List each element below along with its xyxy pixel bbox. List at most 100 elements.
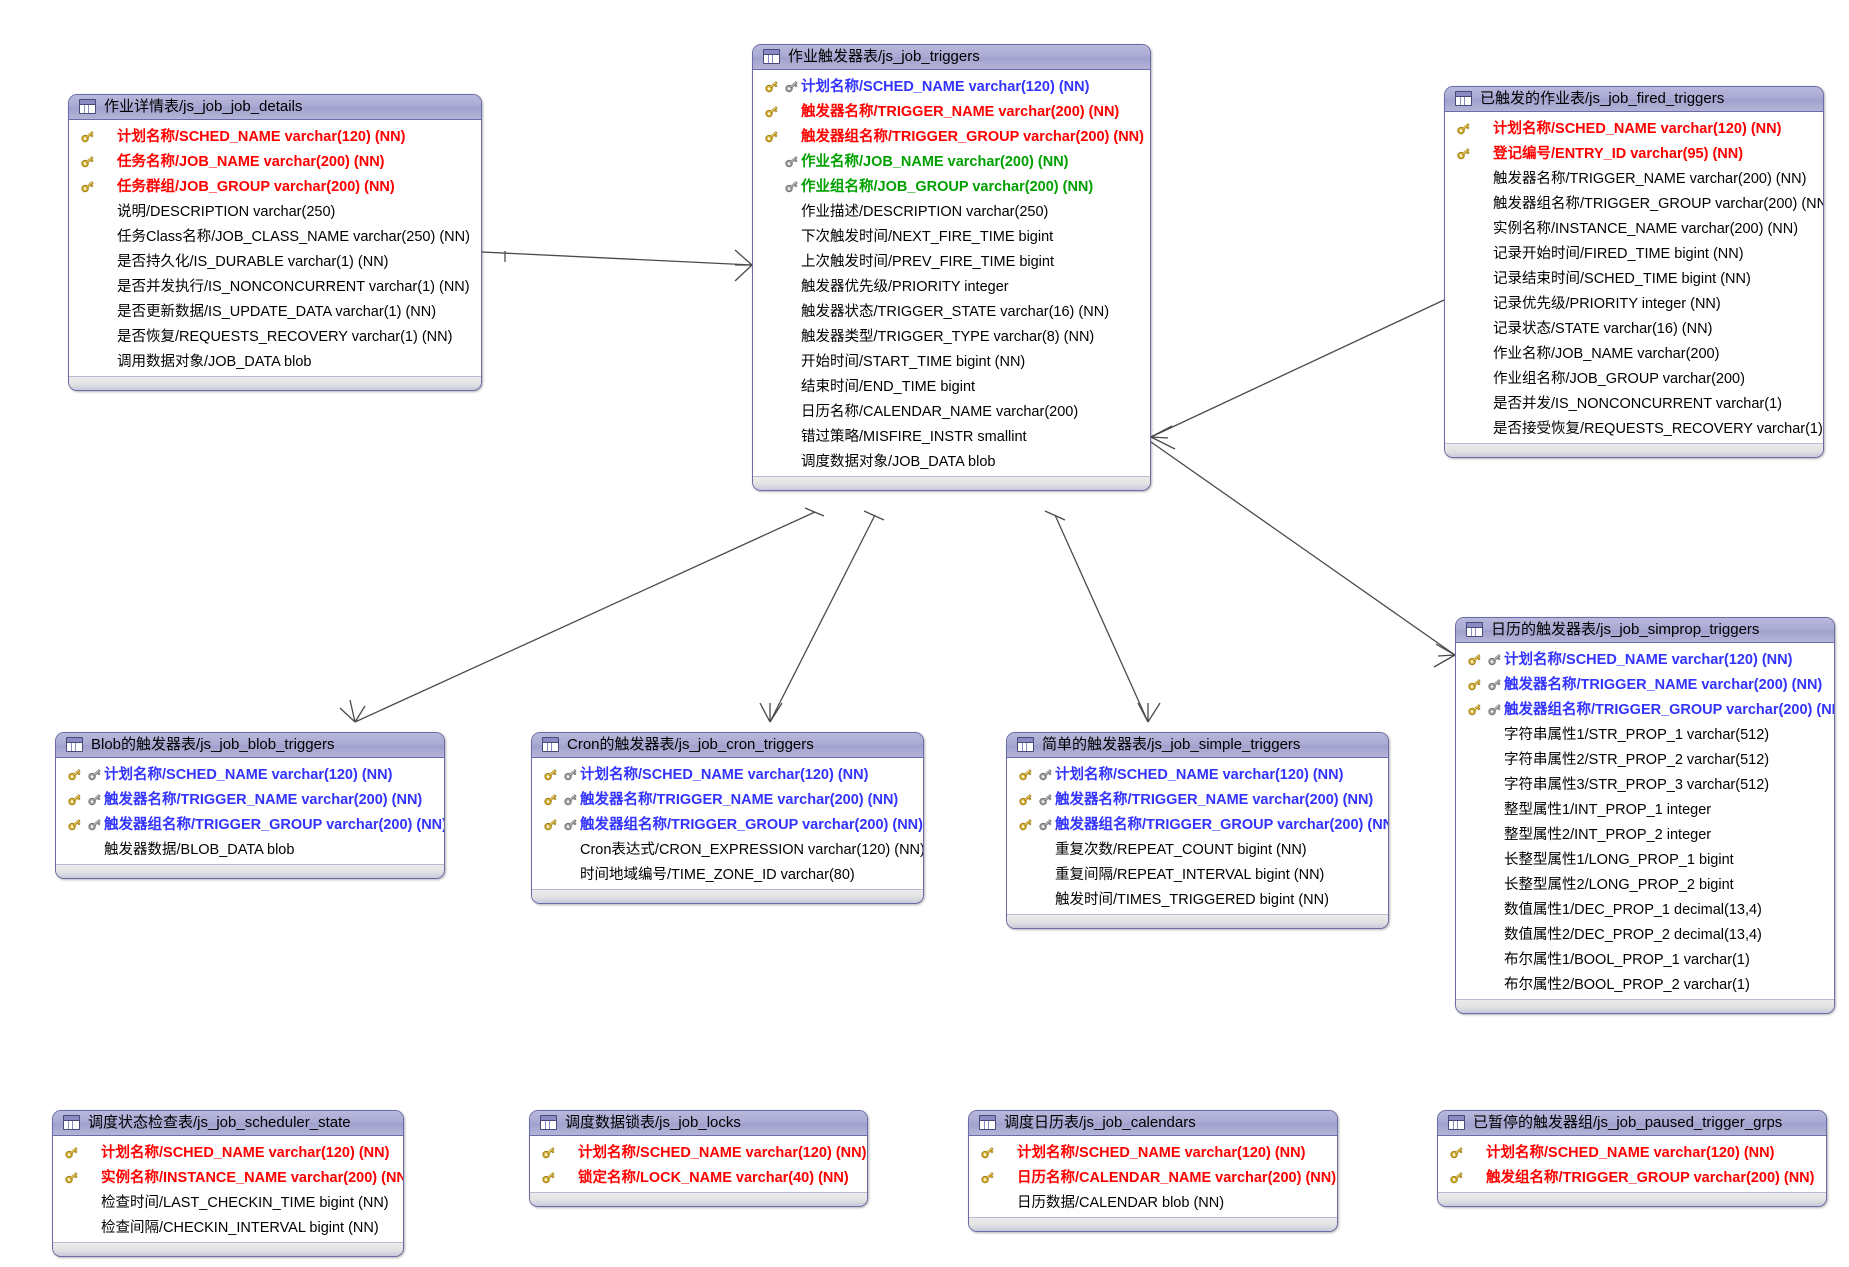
attribute-row[interactable]: 计划名称/SCHED_NAME varchar(120) (NN) (1007, 762, 1388, 787)
attribute-row[interactable]: 是否并发/IS_NONCONCURRENT varchar(1) (1445, 391, 1823, 416)
attribute-row[interactable]: 结束时间/END_TIME bigint (753, 374, 1150, 399)
entity-header-job_details[interactable]: 作业详情表/js_job_job_details (69, 95, 481, 120)
attribute-row[interactable]: 长整型属性2/LONG_PROP_2 bigint (1456, 872, 1834, 897)
entity-blob_triggers[interactable]: Blob的触发器表/js_job_blob_triggers 计划名称/SCHED… (55, 732, 445, 879)
attribute-row[interactable]: 说明/DESCRIPTION varchar(250) (69, 199, 481, 224)
attribute-row[interactable]: 记录状态/STATE varchar(16) (NN) (1445, 316, 1823, 341)
attribute-row[interactable]: 记录结束时间/SCHED_TIME bigint (NN) (1445, 266, 1823, 291)
entity-cron_triggers[interactable]: Cron的触发器表/js_job_cron_triggers 计划名称/SCHED… (531, 732, 924, 904)
attribute-row[interactable]: 作业组名称/JOB_GROUP varchar(200) (NN) (753, 174, 1150, 199)
attribute-row[interactable]: 检查间隔/CHECKIN_INTERVAL bigint (NN) (53, 1215, 403, 1240)
entity-locks[interactable]: 调度数据锁表/js_job_locks 计划名称/SCHED_NAME varch… (529, 1110, 868, 1207)
entity-header-simple_triggers[interactable]: 简单的触发器表/js_job_simple_triggers (1007, 733, 1388, 758)
attribute-row[interactable]: 触发时间/TIMES_TRIGGERED bigint (NN) (1007, 887, 1388, 912)
attribute-row[interactable]: 字符串属性3/STR_PROP_3 varchar(512) (1456, 772, 1834, 797)
attribute-row[interactable]: 是否恢复/REQUESTS_RECOVERY varchar(1) (NN) (69, 324, 481, 349)
attribute-row[interactable]: 触发器名称/TRIGGER_NAME varchar(200) (NN) (56, 787, 444, 812)
attribute-row[interactable]: 触发器优先级/PRIORITY integer (753, 274, 1150, 299)
attribute-row[interactable]: 长整型属性1/LONG_PROP_1 bigint (1456, 847, 1834, 872)
entity-calendars[interactable]: 调度日历表/js_job_calendars 计划名称/SCHED_NAME va… (968, 1110, 1338, 1232)
attribute-row[interactable]: 数值属性2/DEC_PROP_2 decimal(13,4) (1456, 922, 1834, 947)
attribute-row[interactable]: 计划名称/SCHED_NAME varchar(120) (NN) (56, 762, 444, 787)
entity-header-blob_triggers[interactable]: Blob的触发器表/js_job_blob_triggers (56, 733, 444, 758)
attribute-row[interactable]: 检查时间/LAST_CHECKIN_TIME bigint (NN) (53, 1190, 403, 1215)
attribute-row[interactable]: 作业名称/JOB_NAME varchar(200) (NN) (753, 149, 1150, 174)
attribute-row[interactable]: 计划名称/SCHED_NAME varchar(120) (NN) (969, 1140, 1337, 1165)
attribute-row[interactable]: 实例名称/INSTANCE_NAME varchar(200) (NN) (53, 1165, 403, 1190)
attribute-row[interactable]: 调用数据对象/JOB_DATA blob (69, 349, 481, 374)
attribute-row[interactable]: 下次触发时间/NEXT_FIRE_TIME bigint (753, 224, 1150, 249)
attribute-row[interactable]: 计划名称/SCHED_NAME varchar(120) (NN) (1456, 647, 1834, 672)
attribute-row[interactable]: 是否更新数据/IS_UPDATE_DATA varchar(1) (NN) (69, 299, 481, 324)
attribute-row[interactable]: 计划名称/SCHED_NAME varchar(120) (NN) (1438, 1140, 1826, 1165)
attribute-row[interactable]: 触发器名称/TRIGGER_NAME varchar(200) (NN) (753, 99, 1150, 124)
attribute-row[interactable]: 整型属性2/INT_PROP_2 integer (1456, 822, 1834, 847)
entity-header-simprop_triggers[interactable]: 日历的触发器表/js_job_simprop_triggers (1456, 618, 1834, 643)
entity-job_details[interactable]: 作业详情表/js_job_job_details 计划名称/SCHED_NAME … (68, 94, 482, 391)
attribute-row[interactable]: 触发器名称/TRIGGER_NAME varchar(200) (NN) (1007, 787, 1388, 812)
entity-paused_trigger_grps[interactable]: 已暂停的触发器组/js_job_paused_trigger_grps 计划名称/… (1437, 1110, 1827, 1207)
attribute-row[interactable]: 触发器组名称/TRIGGER_GROUP varchar(200) (NN) (1456, 697, 1834, 722)
entity-header-cron_triggers[interactable]: Cron的触发器表/js_job_cron_triggers (532, 733, 923, 758)
attribute-row[interactable]: 计划名称/SCHED_NAME varchar(120) (NN) (69, 124, 481, 149)
attribute-row[interactable]: 触发器组名称/TRIGGER_GROUP varchar(200) (NN) (753, 124, 1150, 149)
entity-header-fired_triggers[interactable]: 已触发的作业表/js_job_fired_triggers (1445, 87, 1823, 112)
attribute-row[interactable]: Cron表达式/CRON_EXPRESSION varchar(120) (NN… (532, 837, 923, 862)
attribute-row[interactable]: 日历名称/CALENDAR_NAME varchar(200) (753, 399, 1150, 424)
attribute-row[interactable]: 计划名称/SCHED_NAME varchar(120) (NN) (53, 1140, 403, 1165)
attribute-row[interactable]: 触发器名称/TRIGGER_NAME varchar(200) (NN) (1445, 166, 1823, 191)
attribute-row[interactable]: 错过策略/MISFIRE_INSTR smallint (753, 424, 1150, 449)
attribute-row[interactable]: 记录优先级/PRIORITY integer (NN) (1445, 291, 1823, 316)
attribute-row[interactable]: 触发器数据/BLOB_DATA blob (56, 837, 444, 862)
attribute-row[interactable]: 布尔属性2/BOOL_PROP_2 varchar(1) (1456, 972, 1834, 997)
attribute-row[interactable]: 计划名称/SCHED_NAME varchar(120) (NN) (532, 762, 923, 787)
attribute-row[interactable]: 是否接受恢复/REQUESTS_RECOVERY varchar(1) (1445, 416, 1823, 441)
attribute-row[interactable]: 任务名称/JOB_NAME varchar(200) (NN) (69, 149, 481, 174)
attribute-row[interactable]: 作业描述/DESCRIPTION varchar(250) (753, 199, 1150, 224)
attribute-row[interactable]: 触发器名称/TRIGGER_NAME varchar(200) (NN) (532, 787, 923, 812)
attribute-row[interactable]: 触发组名称/TRIGGER_GROUP varchar(200) (NN) (1438, 1165, 1826, 1190)
attribute-row[interactable]: 是否持久化/IS_DURABLE varchar(1) (NN) (69, 249, 481, 274)
entity-header-paused_trigger_grps[interactable]: 已暂停的触发器组/js_job_paused_trigger_grps (1438, 1111, 1826, 1136)
entity-simple_triggers[interactable]: 简单的触发器表/js_job_simple_triggers 计划名称/SCHED… (1006, 732, 1389, 929)
attribute-row[interactable]: 计划名称/SCHED_NAME varchar(120) (NN) (530, 1140, 867, 1165)
attribute-row[interactable]: 调度数据对象/JOB_DATA blob (753, 449, 1150, 474)
attribute-row[interactable]: 触发器类型/TRIGGER_TYPE varchar(8) (NN) (753, 324, 1150, 349)
attribute-row[interactable]: 触发器组名称/TRIGGER_GROUP varchar(200) (NN) (56, 812, 444, 837)
entity-header-locks[interactable]: 调度数据锁表/js_job_locks (530, 1111, 867, 1136)
attribute-row[interactable]: 作业组名称/JOB_GROUP varchar(200) (1445, 366, 1823, 391)
attribute-row[interactable]: 实例名称/INSTANCE_NAME varchar(200) (NN) (1445, 216, 1823, 241)
entity-simprop_triggers[interactable]: 日历的触发器表/js_job_simprop_triggers 计划名称/SCHE… (1455, 617, 1835, 1014)
attribute-row[interactable]: 重复间隔/REPEAT_INTERVAL bigint (NN) (1007, 862, 1388, 887)
attribute-row[interactable]: 整型属性1/INT_PROP_1 integer (1456, 797, 1834, 822)
attribute-row[interactable]: 作业名称/JOB_NAME varchar(200) (1445, 341, 1823, 366)
attribute-row[interactable]: 任务Class名称/JOB_CLASS_NAME varchar(250) (N… (69, 224, 481, 249)
attribute-row[interactable]: 登记编号/ENTRY_ID varchar(95) (NN) (1445, 141, 1823, 166)
attribute-row[interactable]: 布尔属性1/BOOL_PROP_1 varchar(1) (1456, 947, 1834, 972)
entity-header-calendars[interactable]: 调度日历表/js_job_calendars (969, 1111, 1337, 1136)
attribute-row[interactable]: 锁定名称/LOCK_NAME varchar(40) (NN) (530, 1165, 867, 1190)
entity-header-triggers[interactable]: 作业触发器表/js_job_triggers (753, 45, 1150, 70)
attribute-row[interactable]: 时间地域编号/TIME_ZONE_ID varchar(80) (532, 862, 923, 887)
attribute-row[interactable]: 重复次数/REPEAT_COUNT bigint (NN) (1007, 837, 1388, 862)
attribute-row[interactable]: 日历数据/CALENDAR blob (NN) (969, 1190, 1337, 1215)
attribute-row[interactable]: 数值属性1/DEC_PROP_1 decimal(13,4) (1456, 897, 1834, 922)
attribute-row[interactable]: 触发器状态/TRIGGER_STATE varchar(16) (NN) (753, 299, 1150, 324)
attribute-row[interactable]: 触发器名称/TRIGGER_NAME varchar(200) (NN) (1456, 672, 1834, 697)
entity-triggers[interactable]: 作业触发器表/js_job_triggers 计划名称/SCHED_NAME va… (752, 44, 1151, 491)
attribute-row[interactable]: 任务群组/JOB_GROUP varchar(200) (NN) (69, 174, 481, 199)
attribute-row[interactable]: 触发器组名称/TRIGGER_GROUP varchar(200) (NN) (1445, 191, 1823, 216)
attribute-row[interactable]: 是否并发执行/IS_NONCONCURRENT varchar(1) (NN) (69, 274, 481, 299)
attribute-row[interactable]: 计划名称/SCHED_NAME varchar(120) (NN) (1445, 116, 1823, 141)
attribute-row[interactable]: 记录开始时间/FIRED_TIME bigint (NN) (1445, 241, 1823, 266)
attribute-row[interactable]: 触发器组名称/TRIGGER_GROUP varchar(200) (NN) (1007, 812, 1388, 837)
attribute-row[interactable]: 字符串属性1/STR_PROP_1 varchar(512) (1456, 722, 1834, 747)
attribute-row[interactable]: 触发器组名称/TRIGGER_GROUP varchar(200) (NN) (532, 812, 923, 837)
attribute-row[interactable]: 字符串属性2/STR_PROP_2 varchar(512) (1456, 747, 1834, 772)
attribute-row[interactable]: 开始时间/START_TIME bigint (NN) (753, 349, 1150, 374)
entity-fired_triggers[interactable]: 已触发的作业表/js_job_fired_triggers 计划名称/SCHED_… (1444, 86, 1824, 458)
attribute-row[interactable]: 计划名称/SCHED_NAME varchar(120) (NN) (753, 74, 1150, 99)
attribute-row[interactable]: 日历名称/CALENDAR_NAME varchar(200) (NN) (969, 1165, 1337, 1190)
attribute-row[interactable]: 上次触发时间/PREV_FIRE_TIME bigint (753, 249, 1150, 274)
